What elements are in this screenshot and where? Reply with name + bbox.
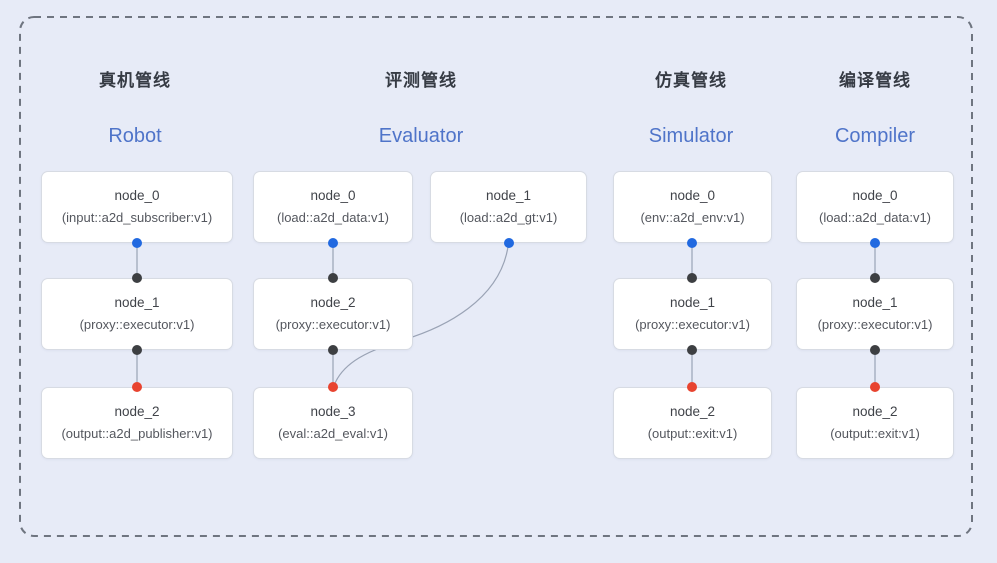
source-port-dot xyxy=(503,238,514,248)
pipeline-title-en-simulator: Simulator xyxy=(648,125,734,147)
input-port-dot xyxy=(132,273,142,283)
node-subtitle: (load::a2d_data:v1) xyxy=(276,210,390,225)
node-box-compiler-node_1: node_1 (proxy::executor:v1) xyxy=(796,278,954,350)
input-port-dot xyxy=(328,273,338,283)
node-box-evaluator-node_0: node_0 (load::a2d_data:v1) xyxy=(253,171,413,243)
node-box-compiler-node_2: node_2 (output::exit:v1) xyxy=(796,387,954,459)
node-box-compiler-node_0: node_0 (load::a2d_data:v1) xyxy=(796,171,954,243)
sink-port-dot xyxy=(687,382,697,392)
node-title: node_2 xyxy=(114,404,160,419)
source-port-dot xyxy=(328,238,338,248)
sink-port-dot xyxy=(870,382,880,392)
node-box-evaluator-node_1: node_1 (load::a2d_gt:v1) xyxy=(430,171,587,243)
node-title: node_1 xyxy=(114,295,160,310)
node-box-robot-node_2: node_2 (output::a2d_publisher:v1) xyxy=(41,387,233,459)
node-title: node_1 xyxy=(852,295,898,310)
output-port-dot xyxy=(687,345,697,355)
node-subtitle: (load::a2d_gt:v1) xyxy=(459,210,558,225)
node-subtitle: (output::exit:v1) xyxy=(647,426,738,441)
node-title: node_0 xyxy=(114,188,160,203)
node-subtitle: (proxy::executor:v1) xyxy=(79,317,195,332)
node-subtitle: (output::a2d_publisher:v1) xyxy=(61,426,213,441)
node-box-simulator-node_2: node_2 (output::exit:v1) xyxy=(613,387,772,459)
node-title: node_1 xyxy=(669,295,716,310)
pipeline-title-en-evaluator: Evaluator xyxy=(378,125,464,147)
node-title: node_0 xyxy=(310,188,356,203)
node-title: node_0 xyxy=(852,188,898,203)
node-subtitle: (proxy::executor:v1) xyxy=(275,317,391,332)
node-title: node_3 xyxy=(310,404,356,419)
input-port-dot xyxy=(870,273,880,283)
node-subtitle: (proxy::executor:v1) xyxy=(635,317,750,332)
source-port-dot xyxy=(132,238,142,248)
pipeline-title-cn-robot: 真机管线 xyxy=(99,71,171,90)
node-box-evaluator-node_2: node_2 (proxy::executor:v1) xyxy=(253,278,413,350)
output-port-dot xyxy=(870,345,880,355)
node-box-simulator-node_1: node_1 (proxy::executor:v1) xyxy=(613,278,772,350)
node-subtitle: (env::a2d_env:v1) xyxy=(640,210,745,225)
node-title: node_0 xyxy=(669,188,716,203)
node-subtitle: (load::a2d_data:v1) xyxy=(818,210,932,225)
node-subtitle: (output::exit:v1) xyxy=(830,426,920,441)
pipeline-title-cn-compiler: 编译管线 xyxy=(839,71,911,90)
node-title: node_2 xyxy=(310,295,356,310)
sink-port-dot xyxy=(328,382,338,392)
node-subtitle: (input::a2d_subscriber:v1) xyxy=(61,210,213,225)
node-title: node_1 xyxy=(485,188,532,203)
node-box-robot-node_1: node_1 (proxy::executor:v1) xyxy=(41,278,233,350)
input-port-dot xyxy=(687,273,697,283)
node-box-robot-node_0: node_0 (input::a2d_subscriber:v1) xyxy=(41,171,233,243)
source-port-dot xyxy=(687,238,697,248)
node-box-evaluator-node_3: node_3 (eval::a2d_eval:v1) xyxy=(253,387,413,459)
pipeline-title-cn-simulator: 仿真管线 xyxy=(655,71,727,90)
node-box-simulator-node_0: node_0 (env::a2d_env:v1) xyxy=(613,171,772,243)
source-port-dot xyxy=(870,238,880,248)
pipeline-title-cn-evaluator: 评测管线 xyxy=(385,71,457,90)
node-title: node_2 xyxy=(669,404,716,419)
output-port-dot xyxy=(328,345,338,355)
node-title: node_2 xyxy=(852,404,898,419)
pipeline-title-en-robot: Robot xyxy=(108,125,162,147)
dashed-frame xyxy=(19,16,973,537)
output-port-dot xyxy=(132,345,142,355)
pipeline-title-en-compiler: Compiler xyxy=(834,125,916,147)
node-subtitle: (eval::a2d_eval:v1) xyxy=(278,426,388,441)
node-subtitle: (proxy::executor:v1) xyxy=(817,317,933,332)
sink-port-dot xyxy=(132,382,142,392)
